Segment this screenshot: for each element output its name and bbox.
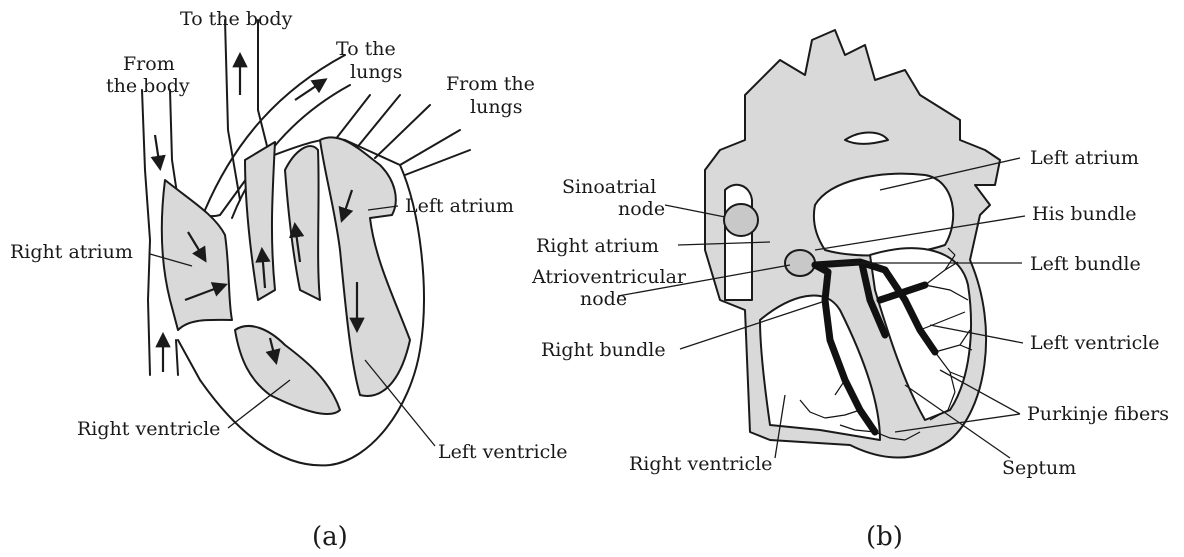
label-b-right-bundle: Right bundle xyxy=(541,339,666,361)
pulmonary-vein-3 xyxy=(375,105,430,158)
caption-b: (b) xyxy=(866,522,903,552)
caption-a: (a) xyxy=(312,522,348,552)
leader-a-right-ventricle xyxy=(228,380,290,428)
label-a-left-ventricle: Left ventricle xyxy=(438,441,568,463)
left-heart-chamber xyxy=(320,137,410,396)
aorta-right-wall xyxy=(258,20,268,150)
label-to-lungs-line2: lungs xyxy=(350,61,402,83)
right-ventricle-chamber xyxy=(235,326,340,414)
arrow-from-body xyxy=(155,135,160,168)
label-b-septum: Septum xyxy=(1002,457,1076,479)
pulmonary-trunk xyxy=(245,142,275,300)
label-b-left-atrium: Left atrium xyxy=(1030,147,1139,169)
label-from-lungs-line2: lungs xyxy=(470,96,522,118)
sinoatrial-node xyxy=(724,204,758,236)
label-b-sinoatrial-line1: Sinoatrial xyxy=(562,176,656,198)
label-from-body-line2: the body xyxy=(106,75,190,97)
leader-a-left-ventricle xyxy=(365,360,435,446)
vena-cava-inner-bottom xyxy=(176,340,178,375)
label-to-the-body: To the body xyxy=(180,8,293,30)
label-b-right-atrium: Right atrium xyxy=(536,235,659,257)
panel-b-conduction: Left atrium Sinoatrial node His bundle R… xyxy=(531,30,1169,552)
panel-a-heart: To the body From the body To the lungs F… xyxy=(10,8,568,552)
arrow-to-lungs xyxy=(295,80,325,100)
label-a-right-atrium: Right atrium xyxy=(10,241,133,263)
label-b-right-ventricle: Right ventricle xyxy=(629,453,772,475)
atrioventricular-node xyxy=(785,250,815,276)
label-b-sinoatrial-line2: node xyxy=(618,198,665,220)
pulmonary-vein-4 xyxy=(400,130,460,165)
label-b-av-line2: node xyxy=(580,288,627,310)
aorta-left-wall xyxy=(225,20,240,200)
label-b-his-bundle: His bundle xyxy=(1032,203,1137,225)
label-b-av-line1: Atrioventricular xyxy=(531,266,687,288)
pulmonary-vein-1 xyxy=(335,95,370,140)
label-b-left-ventricle: Left ventricle xyxy=(1030,332,1160,354)
vena-cava-outer xyxy=(142,90,150,375)
label-b-purkinje-fibers: Purkinje fibers xyxy=(1027,403,1169,425)
label-a-right-ventricle: Right ventricle xyxy=(77,418,220,440)
label-from-body-line1: From xyxy=(123,53,175,75)
label-from-lungs-line1: From the xyxy=(446,73,535,95)
label-to-lungs-line1: To the xyxy=(336,38,396,60)
aortic-trunk xyxy=(285,146,320,300)
pulmonary-vein-5 xyxy=(405,150,470,175)
label-b-left-bundle: Left bundle xyxy=(1030,253,1141,275)
label-a-left-atrium: Left atrium xyxy=(405,195,514,217)
right-atrium-chamber xyxy=(162,180,232,330)
vena-cava-inner-top xyxy=(170,90,178,200)
